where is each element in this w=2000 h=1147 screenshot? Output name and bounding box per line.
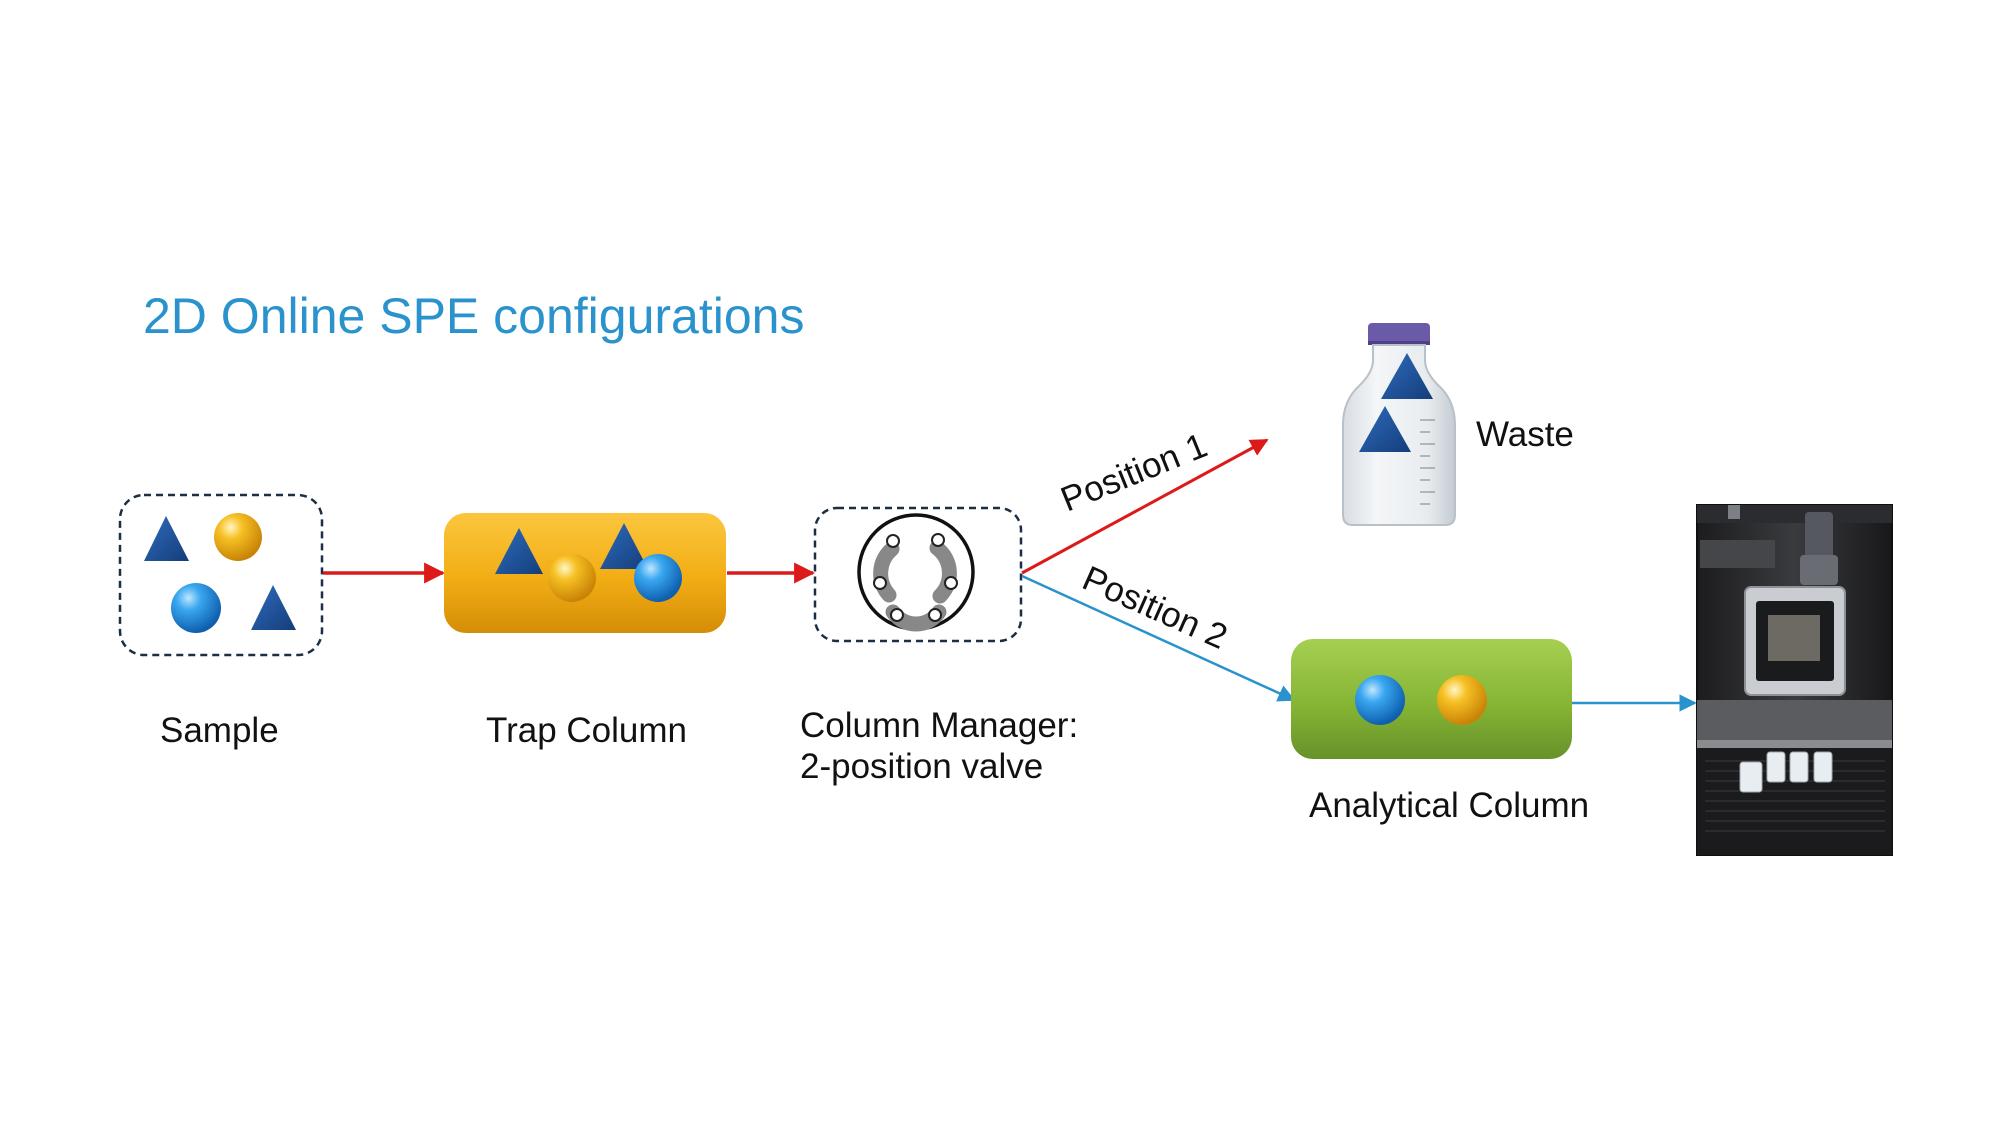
analytical-column-label: Analytical Column xyxy=(1309,786,1589,825)
column-manager-label-line1: Column Manager: xyxy=(800,706,1078,745)
solvent-bottles xyxy=(1739,751,1833,793)
bottle-cap xyxy=(1368,323,1430,345)
waste-bottle xyxy=(1342,323,1456,526)
waste-triangle-2 xyxy=(1359,406,1411,452)
position-1-label: Position 1 xyxy=(1055,426,1212,520)
waste-triangle-1 xyxy=(1381,353,1433,399)
valve-dashed-border xyxy=(813,506,1023,643)
column-manager xyxy=(813,506,1023,643)
valve-icon xyxy=(857,513,975,632)
sample-triangle-1 xyxy=(144,516,189,561)
position-2-label: Position 2 xyxy=(1077,559,1233,657)
sample-gold-sphere xyxy=(214,513,262,561)
diagram-title: 2D Online SPE configurations xyxy=(143,288,804,344)
trap-triangle-1 xyxy=(495,528,543,574)
analytical-column xyxy=(1291,639,1572,759)
sample-triangle-2 xyxy=(251,585,296,630)
trap-blue-sphere xyxy=(634,554,682,602)
analytical-blue-sphere xyxy=(1355,675,1405,725)
sample-box xyxy=(118,493,324,657)
waste-label: Waste xyxy=(1476,415,1574,454)
trap-column-label: Trap Column xyxy=(486,711,687,750)
sample-blue-sphere xyxy=(171,583,221,633)
mass-spectrometer-image xyxy=(1696,504,1893,856)
column-manager-label-line2: 2-position valve xyxy=(800,747,1043,786)
trap-column xyxy=(444,513,726,633)
sample-dashed-border xyxy=(118,493,324,657)
ion-source-probe xyxy=(1805,512,1833,562)
arrow-position-2 xyxy=(1021,574,1296,702)
analytical-gold-sphere xyxy=(1437,675,1487,725)
analytical-column-body xyxy=(1291,639,1572,759)
trap-triangle-2 xyxy=(600,523,648,569)
arrow-position-1 xyxy=(1021,438,1269,575)
trap-gold-sphere xyxy=(548,554,596,602)
sample-label: Sample xyxy=(160,711,279,750)
